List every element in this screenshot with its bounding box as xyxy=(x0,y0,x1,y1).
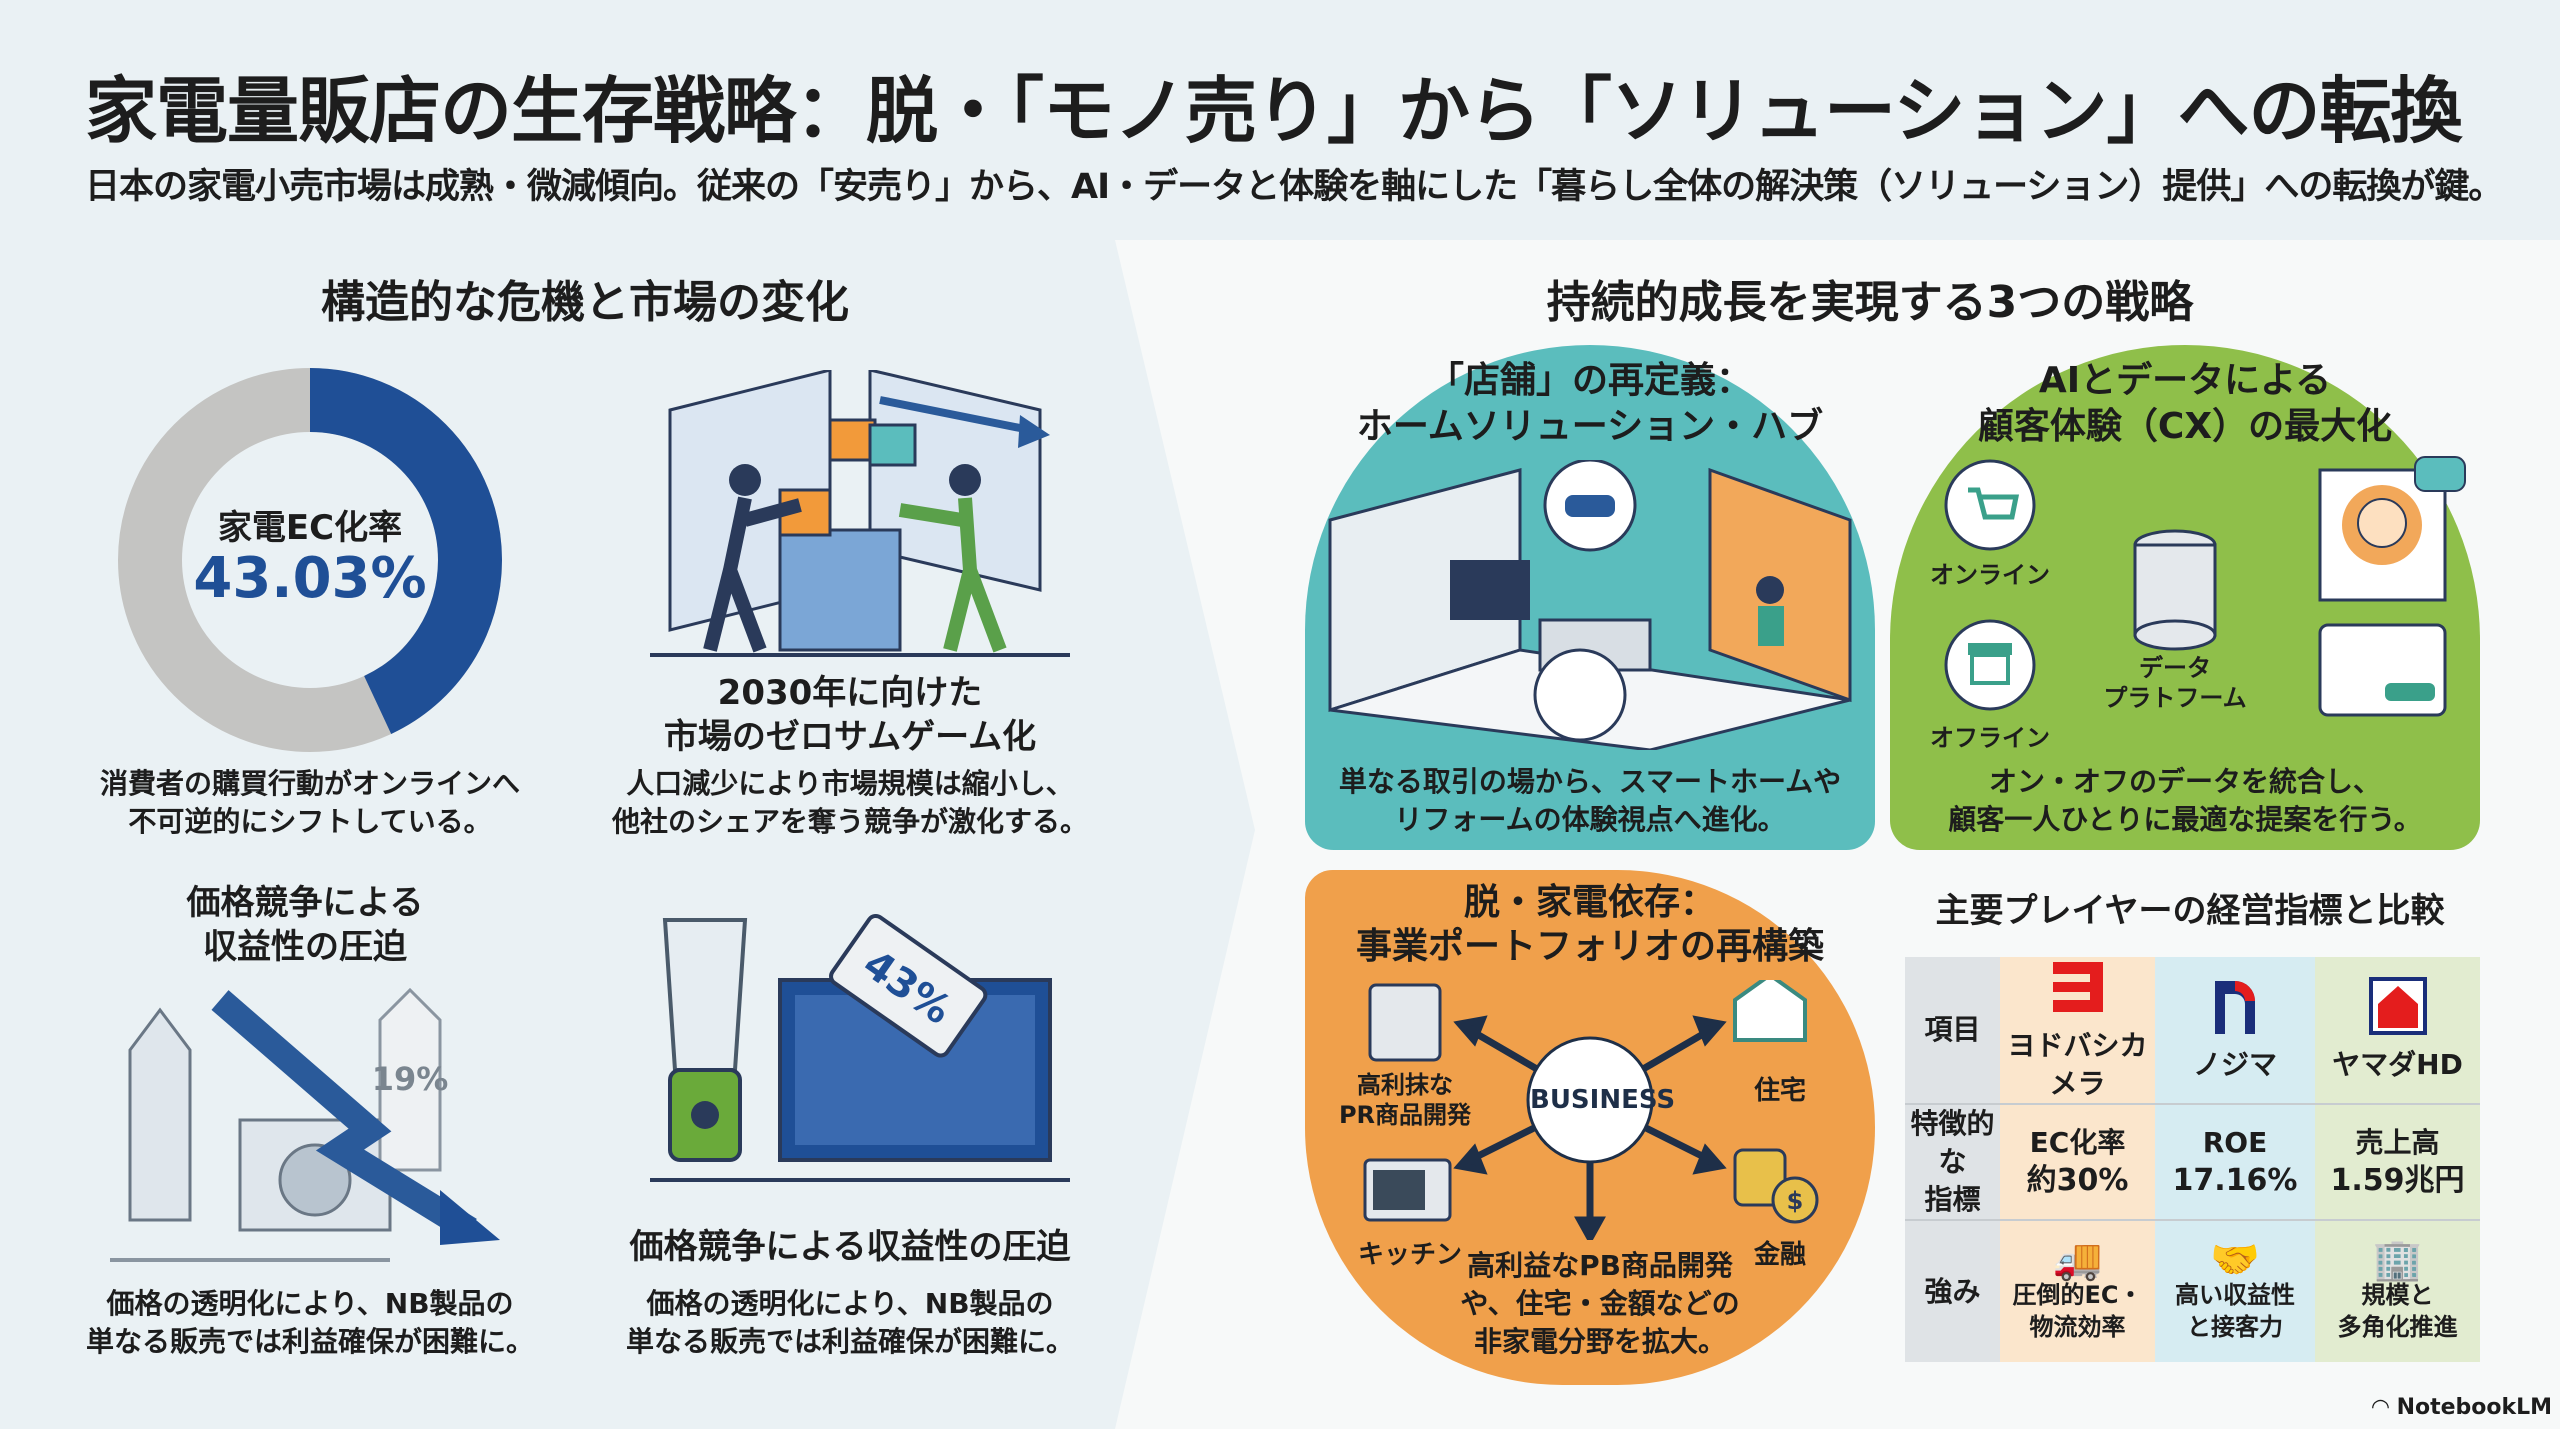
portfolio-body-1: 高利益なPB商品開発 xyxy=(1467,1249,1733,1282)
donut-value: 43.03% xyxy=(193,546,427,611)
recommendation-card-icon xyxy=(2318,623,2447,717)
cx-body-1: オン・オフのデータを統合し、 xyxy=(1988,765,2381,798)
store-title-1: 「店舗」の再定義： xyxy=(1427,360,1752,401)
yodobashi-logo xyxy=(2052,962,2103,1012)
business-hub-label: BUSINESS xyxy=(1530,1085,1676,1115)
notebooklm-brand: ◠ NotebookLM xyxy=(2372,1395,2553,1420)
house-icon xyxy=(1733,980,1807,1042)
cx-illustration xyxy=(1944,456,2466,717)
building-icon: 🏢 xyxy=(2372,1236,2423,1283)
portfolio-item-pr-2: PR商品開発 xyxy=(1338,1101,1472,1129)
row-label-item: 項目 xyxy=(1905,957,2000,1105)
down-arrow-icon xyxy=(211,990,477,1242)
cx-online-label: オンライン xyxy=(1930,561,2050,589)
smart-home-illustration xyxy=(1328,460,1852,750)
store-title-2: ホームソリューション・ハブ xyxy=(1356,406,1824,447)
price-right-body-2: 単なる販売では利益確保が困難に。 xyxy=(625,1325,1074,1358)
cx-title-1: AIとデータによる xyxy=(2038,360,2332,401)
donut-label: 家電EC化率 xyxy=(217,508,403,548)
zero-sum-illustration xyxy=(650,370,1070,657)
portfolio-item-pr-1: 高利抹な xyxy=(1357,1071,1453,1099)
donut-ec-segment xyxy=(118,368,502,752)
price-left-title-1: 価格競争による xyxy=(186,883,424,923)
zero-sum-body-1: 人口減少により市場規模は縮小し、 xyxy=(626,767,1074,800)
cx-offline-label: オフライン xyxy=(1930,724,2050,752)
person-icon xyxy=(1756,576,1784,604)
portfolio-title-2: 事業ポートフォリオの再構築 xyxy=(1355,926,1824,967)
page-title: 家電量販店の生存戦略：脱・「モノ売り」から「ソリューション」への転換 xyxy=(85,69,2463,153)
person-icon xyxy=(729,464,761,496)
chat-bubble-icon xyxy=(2414,456,2466,492)
svg-text:$: $ xyxy=(1787,1187,1804,1215)
comparison-table: 項目 ヨドバシカメラ ノジマ ヤマダHD 特徴的な指標 EC化率約30% ROE… xyxy=(1905,957,2480,1362)
row-label-strength: 強み xyxy=(1924,1274,1981,1308)
price-tag-icon xyxy=(128,1007,192,1222)
portfolio-diagram: $ xyxy=(1363,980,1819,1240)
zero-sum-body-2: 他社のシェアを奪う競争が激化する。 xyxy=(611,805,1088,838)
price-right-title: 価格競争による収益性の圧迫 xyxy=(629,1227,1071,1267)
cx-platform-label-2: プラトフーム xyxy=(2103,684,2247,712)
donut-caption-2: 不可逆的にシフトしている。 xyxy=(128,805,492,838)
company-yodobashi: ヨドバシカメラ xyxy=(2000,957,2155,1105)
portfolio-title-1: 脱・家電依存： xyxy=(1463,882,1716,923)
store-body-2: リフォームの体験視点へ進化。 xyxy=(1394,803,1786,836)
page-subtitle: 日本の家電小売市場は成熟・微減傾向。従来の「安売り」から、AI・データと体験を軸… xyxy=(85,167,2503,207)
portfolio-item-kitchen: キッチン xyxy=(1357,1240,1462,1270)
portfolio-body-3: 非家電分野を拡大。 xyxy=(1473,1325,1726,1358)
zero-sum-title-1: 2030年に向けた xyxy=(717,673,983,713)
left-heading: 構造的な危機と市場の変化 xyxy=(321,277,849,328)
zero-sum-title-2: 市場のゼロサムゲーム化 xyxy=(663,717,1037,757)
cx-title-2: 顧客体験（CX）の最大化 xyxy=(1977,406,2393,447)
donut-caption-1: 消費者の購買行動がオンラインへ xyxy=(99,767,520,800)
price-right-body-1: 価格の透明化により、NB製品の xyxy=(646,1287,1054,1320)
cart-icon xyxy=(1944,459,2036,551)
price-left-body-2: 単なる販売では利益確保が困難に。 xyxy=(85,1325,534,1358)
cx-body-2: 顧客一人ひとりに最適な提案を行う。 xyxy=(1948,803,2422,836)
blender-tv-illustration: 43% xyxy=(650,913,1070,1182)
company-yamada: ヤマダHD xyxy=(2315,957,2480,1105)
tv-icon xyxy=(1450,560,1530,620)
mixer-icon xyxy=(1368,983,1442,1062)
yamada-logo xyxy=(2368,977,2427,1035)
portfolio-item-housing: 住宅 xyxy=(1753,1076,1806,1106)
notebooklm-logo-icon: ◠ xyxy=(2372,1395,2397,1420)
nojima-logo xyxy=(2215,981,2255,1034)
arrow-icon xyxy=(879,396,1031,434)
business-hub xyxy=(1526,1036,1654,1164)
row-label-metric: 特徴的な指標 xyxy=(1905,1105,2000,1221)
store-body-1: 単なる取引の場から、スマートホームや xyxy=(1338,765,1842,798)
price-left-body-1: 価格の透明化により、NB製品の xyxy=(106,1287,514,1320)
price-tag-text: 19% xyxy=(372,1060,449,1098)
blender-icon xyxy=(662,918,748,1072)
handshake-icon: 🤝 xyxy=(2210,1236,2260,1283)
ec-donut-chart xyxy=(118,368,502,752)
clothing-icon xyxy=(1533,648,1627,742)
coins-icon: $ xyxy=(1733,1148,1819,1224)
price-drop-illustration: 19% xyxy=(110,987,500,1262)
comparison-table-title: 主要プレイヤーの経営指標と比較 xyxy=(1935,891,2445,931)
portfolio-body-2: や、住宅・金額などの xyxy=(1460,1287,1740,1320)
right-heading: 持続的成長を実現する3つの戦略 xyxy=(1546,277,2194,328)
company-nojima: ノジマ xyxy=(2155,957,2315,1105)
truck-icon: 🚚 xyxy=(2052,1236,2103,1283)
cx-platform-label-1: データ xyxy=(2139,654,2211,682)
price-left-title-2: 収益性の圧迫 xyxy=(203,927,407,967)
discount-tag-icon xyxy=(829,913,988,1058)
portfolio-item-finance: 金融 xyxy=(1753,1240,1806,1270)
database-icon xyxy=(2133,529,2217,651)
